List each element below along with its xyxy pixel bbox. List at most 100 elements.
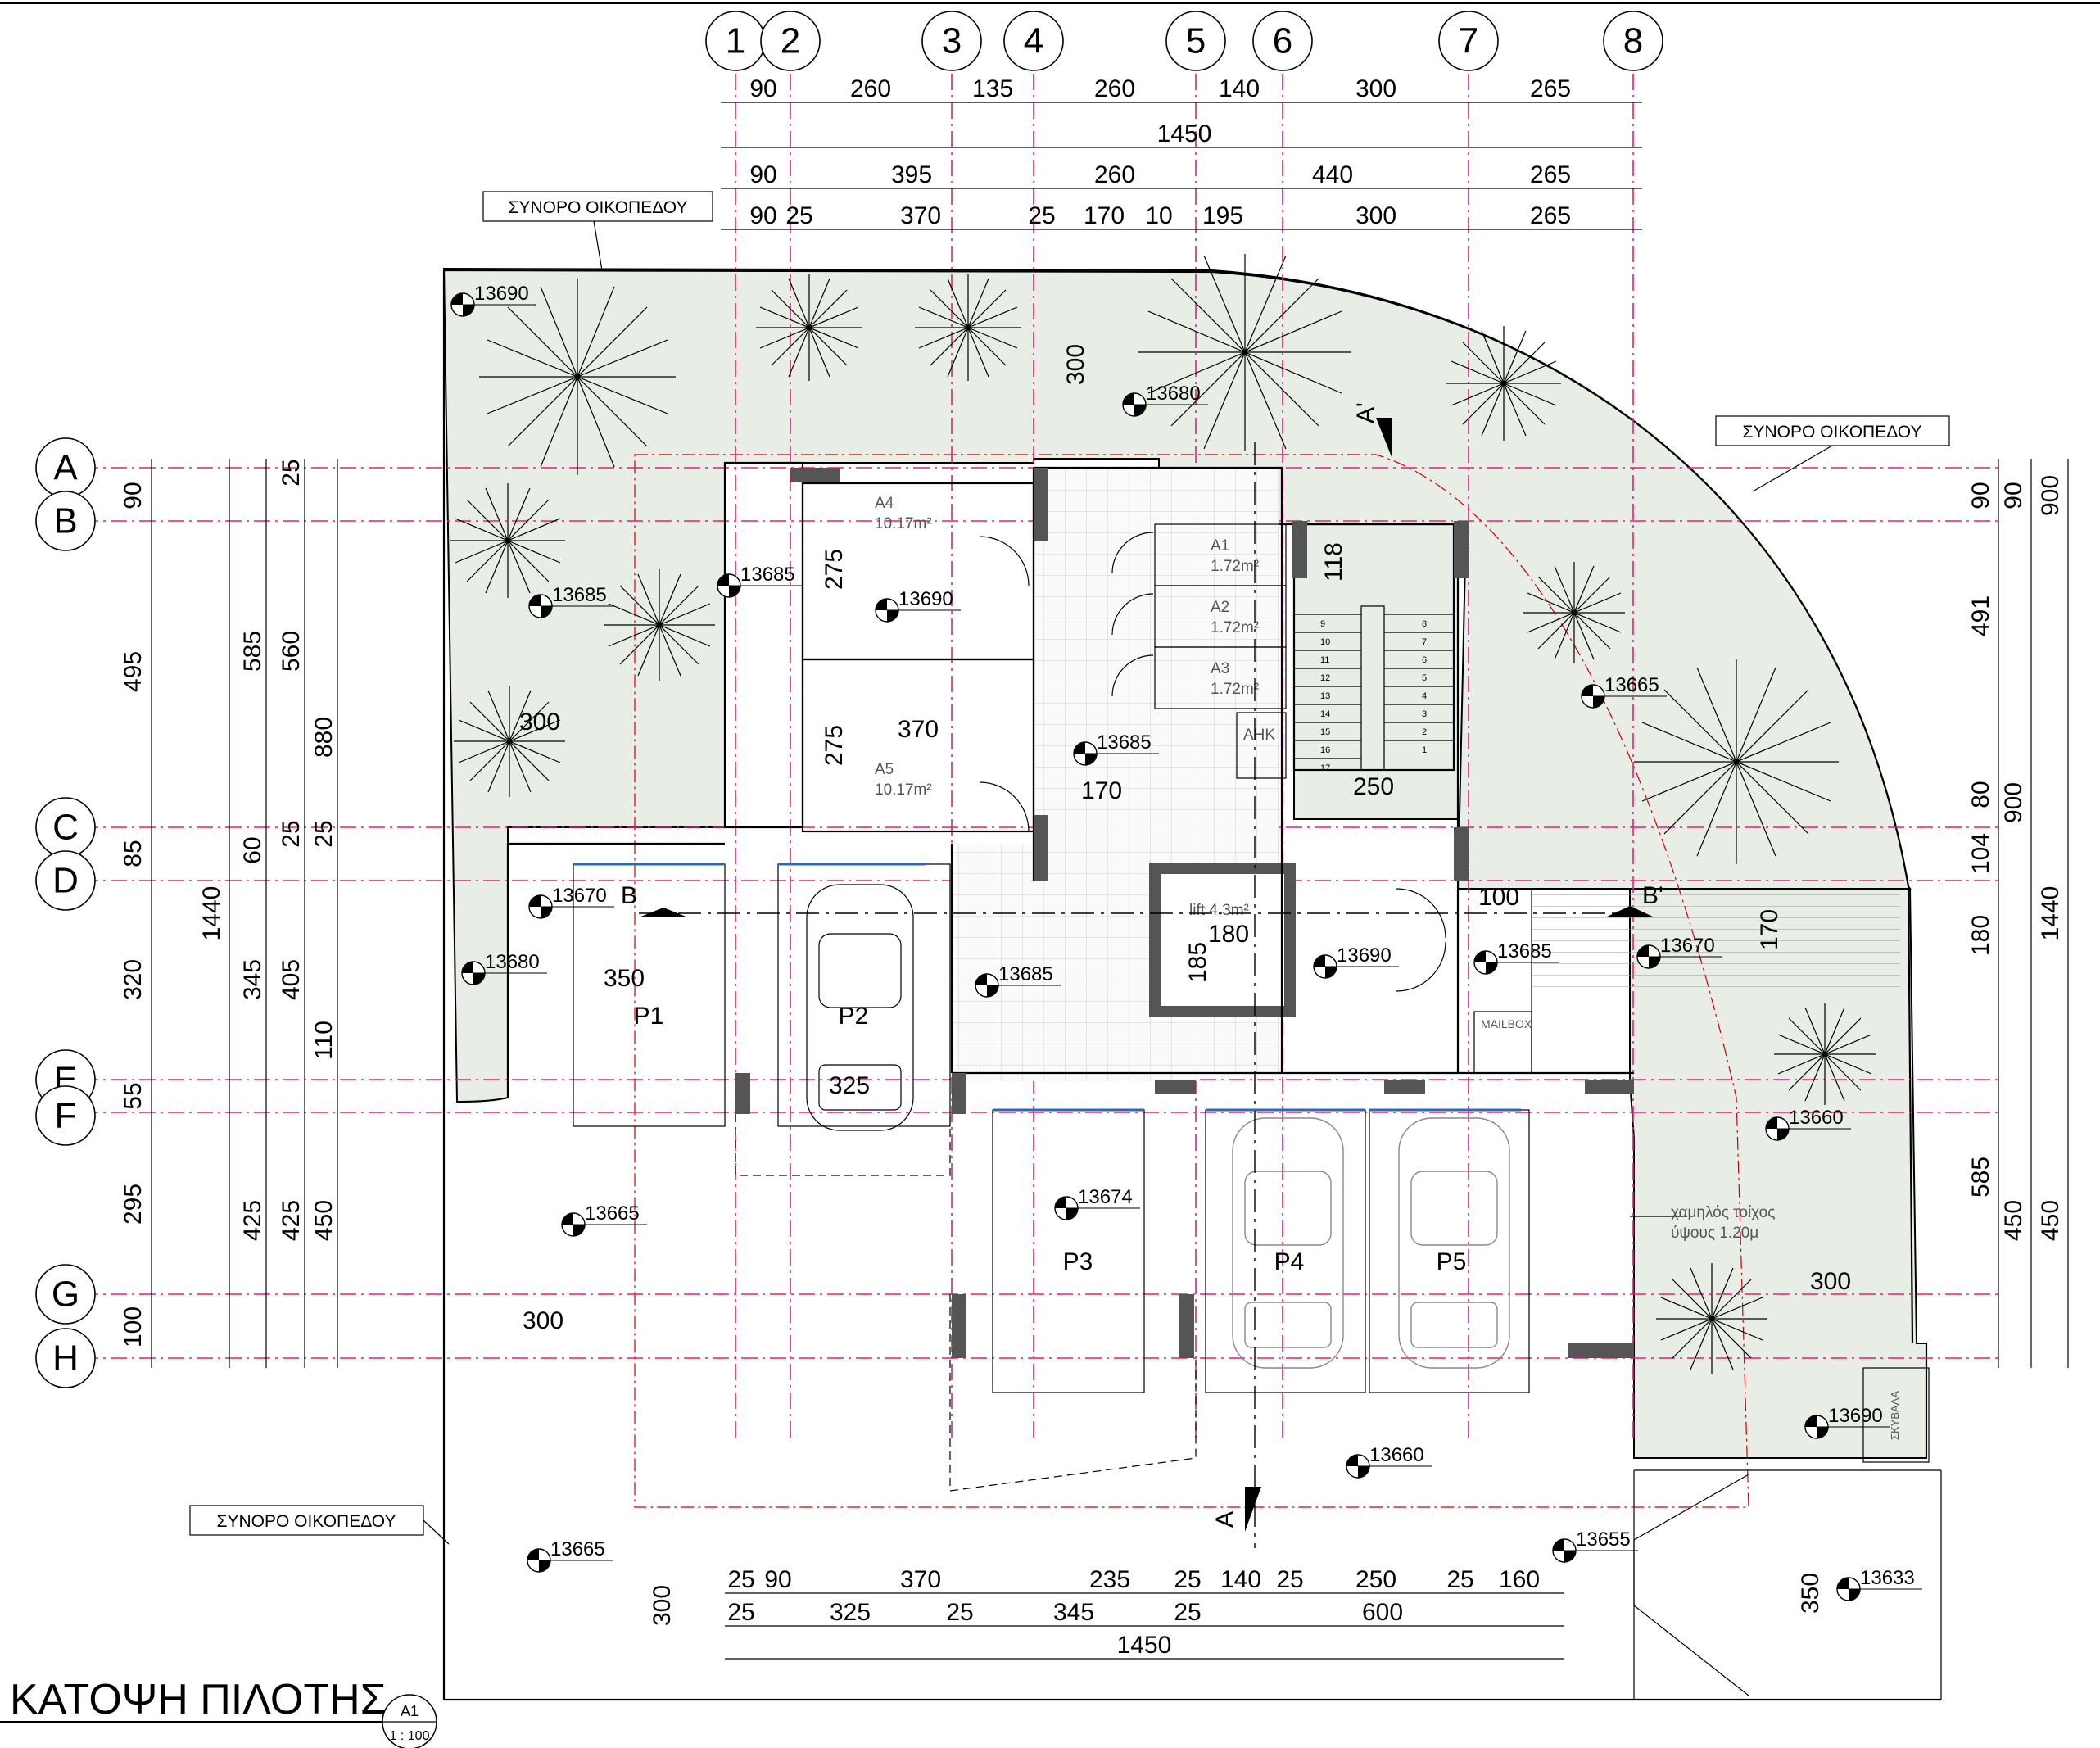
svg-text:16: 16 [1320, 745, 1330, 755]
svg-text:A2: A2 [1211, 599, 1229, 616]
grid-label-3: 3 [942, 21, 962, 61]
dim-top-r2-3: 260 [1094, 161, 1135, 188]
structural-columns [735, 468, 1634, 1358]
grid-bubble-A: A [35, 437, 96, 498]
level-value: 13674 [1078, 1186, 1133, 1208]
svg-text:25: 25 [310, 820, 337, 847]
svg-text:ΣΥΝΟΡΟ ΟΙΚΟΠΕΔΟΥ: ΣΥΝΟΡΟ ΟΙΚΟΠΕΔΟΥ [509, 198, 688, 217]
svg-text:1.72m²: 1.72m² [1211, 681, 1259, 698]
dim-top-7: 265 [1530, 75, 1571, 102]
boundary-label-right: ΣΥΝΟΡΟ ΟΙΚΟΠΕΔΟΥ [1715, 415, 1950, 492]
dim-top-2: 260 [850, 75, 891, 102]
level-marker: 13633 [1836, 1567, 1922, 1601]
ahk-room: AHK [1236, 712, 1287, 779]
svg-text:1450: 1450 [1117, 1632, 1172, 1659]
entrance-steps [1532, 885, 1900, 991]
section-markers: A' A B B' [621, 402, 1663, 1548]
parking-p3: P3 [1063, 1248, 1093, 1275]
staircase: 9 10 11 12 13 14 15 16 17 8 7 6 5 4 3 2 … [1292, 523, 1455, 773]
parking-p5: P5 [1437, 1248, 1467, 1275]
boundary-label-bottom: ΣΥΝΟΡΟ ΟΙΚΟΠΕΔΟΥ [189, 1505, 450, 1545]
dim-top-5: 140 [1219, 75, 1260, 102]
plot-boundary [443, 269, 1928, 1458]
svg-text:170: 170 [1081, 777, 1122, 804]
level-marker: 13690 [1313, 944, 1399, 979]
svg-text:370: 370 [900, 1566, 941, 1593]
left-dimensions: 90 495 85 320 55 295 100 1440 585 345 42… [120, 459, 338, 1368]
svg-text:250: 250 [1355, 1566, 1396, 1593]
storage-a3: A3 1.72m² [1154, 646, 1287, 709]
level-marker: 13685 [528, 584, 614, 618]
boundary-label-top: ΣΥΝΟΡΟ ΟΙΚΟΠΕΔΟΥ [482, 191, 713, 271]
svg-text:370: 370 [898, 716, 939, 743]
svg-text:10.17m²: 10.17m² [875, 781, 932, 799]
section-b: B [621, 882, 637, 909]
plan-title: ΚΑΤΟΨΗ ΠΙΛΟΤΗΣ [10, 1676, 387, 1723]
interior-dimensions: 300 275 275 370 170 118 250 350 325 185 … [519, 344, 1851, 1626]
level-value: 13680 [485, 951, 540, 973]
svg-text:180: 180 [1208, 921, 1249, 948]
svg-text:235: 235 [1089, 1566, 1130, 1593]
section-a-prime: A' [1352, 402, 1379, 423]
svg-text:13: 13 [1320, 691, 1330, 701]
parking-bays: P1 P2 P3 P4 P5 [573, 863, 1530, 1492]
dim-top-r3-3: 370 [900, 202, 941, 229]
level-value: 13685 [552, 584, 607, 606]
svg-text:25: 25 [278, 820, 305, 847]
grid-label-8: 8 [1623, 21, 1643, 61]
drawing-title: ΚΑΤΟΨΗ ΠΙΛΟΤΗΣ A1 1 : 100 [0, 1676, 437, 1748]
grid-bubble-B: B [35, 491, 96, 551]
svg-text:A1: A1 [1211, 537, 1229, 555]
svg-text:3: 3 [1422, 709, 1427, 719]
parking-p4: P4 [1274, 1248, 1305, 1275]
svg-text:25: 25 [1276, 1566, 1303, 1593]
mailbox-label: MAILBOX [1481, 1017, 1532, 1030]
svg-text:25: 25 [1446, 1566, 1473, 1593]
grid-bubble-4: 4 [1003, 11, 1064, 71]
svg-text:110: 110 [310, 1021, 337, 1060]
svg-text:100: 100 [1478, 884, 1519, 911]
svg-text:80: 80 [1967, 781, 1994, 808]
svg-text:300: 300 [1810, 1268, 1851, 1295]
svg-text:491: 491 [1967, 595, 1994, 636]
svg-text:10.17m²: 10.17m² [875, 515, 932, 532]
level-value: 13655 [1576, 1528, 1631, 1551]
grid-label-2: 2 [781, 21, 800, 61]
grid-bubble-6: 6 [1252, 11, 1313, 71]
level-marker: 13655 [1552, 1528, 1638, 1563]
svg-text:900: 900 [2037, 475, 2064, 516]
level-value: 13690 [1337, 944, 1392, 967]
level-marker: 13660 [1765, 1107, 1851, 1141]
right-dimensions: 90 491 80 104 180 585 90 900 450 900 144… [1967, 459, 2069, 1368]
dim-top-r2-1: 90 [749, 161, 776, 188]
svg-text:60: 60 [239, 836, 266, 863]
dim-top-r3-2: 25 [785, 202, 812, 229]
grid-bubble-2: 2 [760, 11, 821, 71]
svg-text:118: 118 [1320, 542, 1347, 582]
svg-text:15: 15 [1320, 727, 1330, 737]
svg-text:ΣΥΝΟΡΟ ΟΙΚΟΠΕΔΟΥ: ΣΥΝΟΡΟ ΟΙΚΟΠΕΔΟΥ [1743, 423, 1922, 442]
svg-text:104: 104 [1967, 833, 1994, 874]
dim-top-r3-8: 300 [1355, 202, 1396, 229]
svg-text:275: 275 [821, 549, 848, 590]
svg-text:140: 140 [1220, 1566, 1261, 1593]
svg-text:17: 17 [1320, 763, 1330, 773]
svg-text:345: 345 [239, 959, 266, 1000]
dim-top-6: 300 [1355, 75, 1396, 102]
svg-text:14: 14 [1320, 709, 1330, 719]
svg-text:320: 320 [120, 959, 147, 1000]
grid-bubble-1: 1 [705, 11, 766, 71]
low-wall-note: χαμηλός τοίχος ύψους 1.20μ [1630, 1204, 1775, 1242]
level-value: 13660 [1789, 1107, 1844, 1129]
level-marker: 13685 [1073, 731, 1159, 766]
section-a: A [1211, 1511, 1238, 1528]
level-marker: 13665 [527, 1538, 613, 1573]
grid-bubble-G: G [35, 1264, 96, 1325]
parking-p1: P1 [634, 1003, 664, 1030]
level-value: 13670 [1660, 935, 1715, 957]
svg-text:170: 170 [1756, 909, 1783, 950]
svg-text:90: 90 [1967, 482, 1994, 509]
svg-text:1.72m²: 1.72m² [1211, 558, 1259, 575]
parking-p2: P2 [839, 1003, 869, 1030]
dim-top-total: 1450 [1157, 120, 1212, 147]
